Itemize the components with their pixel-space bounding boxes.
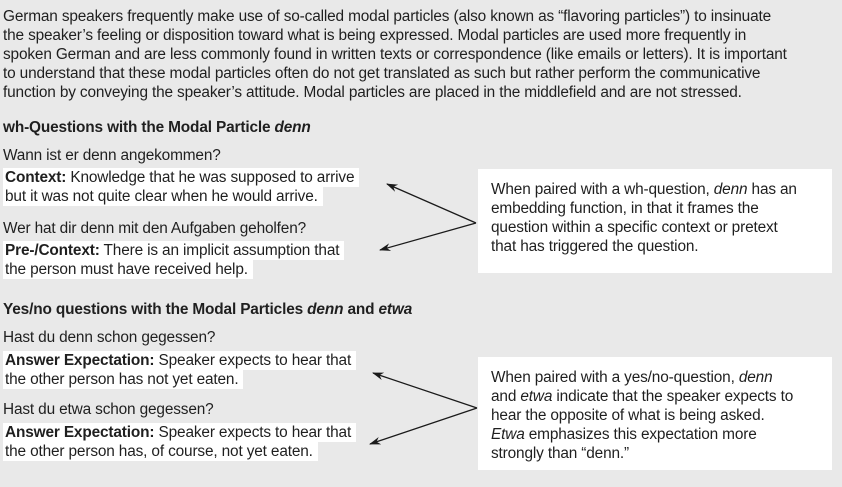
intro-line: function by conveying the speaker’s atti… bbox=[3, 84, 742, 101]
context-note-line: Context: Knowledge that he was supposed … bbox=[3, 168, 360, 187]
answer-expectation-note-2: Answer Expectation: Speaker expects to h… bbox=[3, 423, 839, 461]
answer-expectation-note-1: Answer Expectation: Speaker expects to h… bbox=[3, 351, 839, 389]
example-question-wann: Wann ist er denn angekommen? bbox=[3, 147, 221, 164]
callout-box-yesno-denn-etwa: When paired with a yes/no-question, denn… bbox=[478, 357, 832, 470]
answer-expectation-line: Answer Expectation: Speaker expects to h… bbox=[3, 423, 357, 442]
pre-context-note-line: Pre-/Context: There is an implicit assum… bbox=[3, 241, 345, 260]
intro-line: spoken German and are less commonly foun… bbox=[3, 46, 787, 63]
intro-line: the speaker’s feeling or disposition tow… bbox=[3, 27, 747, 44]
callout-line: When paired with a yes/no-question, denn bbox=[491, 369, 773, 386]
callout-line: that has triggered the question. bbox=[491, 238, 699, 255]
example-question-hast-etwa: Hast du etwa schon gegessen? bbox=[3, 401, 214, 418]
pre-context-note-line: the person must have received help. bbox=[3, 260, 253, 279]
answer-expectation-line: the other person has, of course, not yet… bbox=[3, 442, 318, 461]
callout-line: embedding function, in that it frames th… bbox=[491, 200, 759, 217]
callout-box-wh-denn: When paired with a wh-question, denn has… bbox=[478, 169, 832, 273]
intro-paragraph: German speakers frequently make use of s… bbox=[3, 7, 839, 102]
context-note-line: but it was not quite clear when he would… bbox=[3, 187, 323, 206]
callout-line: strongly than “denn.” bbox=[491, 445, 630, 462]
answer-expectation-line: the other person has not yet eaten. bbox=[3, 370, 244, 389]
example-question-hast-denn: Hast du denn schon gegessen? bbox=[3, 329, 216, 346]
callout-line: When paired with a wh-question, denn has… bbox=[491, 181, 797, 198]
intro-line: to understand that these modal particles… bbox=[3, 65, 761, 82]
main-text-column: German speakers frequently make use of s… bbox=[3, 7, 839, 461]
callout-line: Etwa emphasizes this expectation more bbox=[491, 426, 757, 443]
callout-line: hear the opposite of what is being asked… bbox=[491, 407, 765, 424]
callout-line: and etwa indicate that the speaker expec… bbox=[491, 388, 794, 405]
example-question-wer: Wer hat dir denn mit den Aufgaben geholf… bbox=[3, 220, 307, 237]
answer-expectation-line: Answer Expectation: Speaker expects to h… bbox=[3, 351, 357, 370]
pre-context-note: Pre-/Context: There is an implicit assum… bbox=[3, 241, 839, 279]
intro-line: German speakers frequently make use of s… bbox=[3, 8, 772, 25]
section-heading-yesno-questions: Yes/no questions with the Modal Particle… bbox=[3, 301, 413, 318]
context-note: Context: Knowledge that he was supposed … bbox=[3, 168, 839, 206]
section-heading-wh-questions: wh-Questions with the Modal Particle den… bbox=[3, 119, 311, 136]
callout-line: question within a specific context or pr… bbox=[491, 219, 778, 236]
